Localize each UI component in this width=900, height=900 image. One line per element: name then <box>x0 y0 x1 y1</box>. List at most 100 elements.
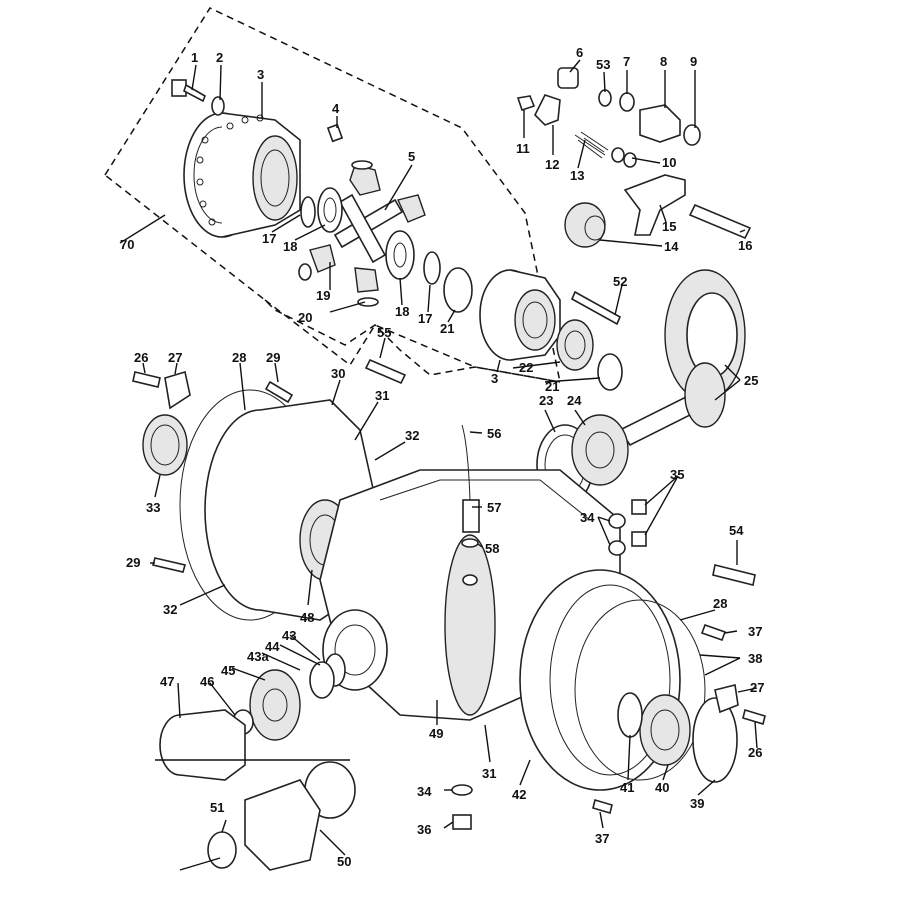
callout-label: 27 <box>168 350 182 365</box>
callout-label: 24 <box>567 393 582 408</box>
callout-label: 43a <box>247 649 269 664</box>
bracket-part-27a <box>164 370 191 410</box>
bolt-part-29a <box>264 380 294 404</box>
callout-label: 38 <box>748 651 762 666</box>
plugs-part-35 <box>608 499 647 556</box>
callout-label: 37 <box>748 624 762 639</box>
callout-label: 49 <box>429 726 443 741</box>
callout-label: 3 <box>257 67 264 82</box>
callout-label: 39 <box>690 796 704 811</box>
bolt-part-29b <box>151 557 187 573</box>
callout-label: 36 <box>417 822 431 837</box>
callout-label: 70 <box>120 237 134 252</box>
callout-label: 21 <box>440 321 454 336</box>
washer-part-58 <box>461 538 479 548</box>
callout-label: 28 <box>232 350 246 365</box>
callout-label: 53 <box>596 57 610 72</box>
callout-label: 17 <box>418 311 432 326</box>
washer-part-34b <box>451 784 473 796</box>
callout-label: 45 <box>221 663 235 678</box>
stud-part-55 <box>364 358 407 385</box>
callout-label: 29 <box>126 555 140 570</box>
callout-label: 54 <box>729 523 744 538</box>
leader-lines <box>119 59 758 871</box>
callout-label: 13 <box>570 168 584 183</box>
callout-label: 26 <box>748 745 762 760</box>
callout-label: 42 <box>512 787 526 802</box>
bolt-part-1 <box>171 79 206 103</box>
pin-part-4 <box>326 123 344 143</box>
group-boundary-lower <box>264 299 561 383</box>
differential-spider-assembly <box>298 160 441 307</box>
bolt-part-26b <box>742 708 766 726</box>
callout-label: 2 <box>216 50 223 65</box>
callout-label: 46 <box>200 674 214 689</box>
callout-label: 58 <box>485 541 499 556</box>
callout-label: 27 <box>750 680 764 695</box>
callout-label: 41 <box>620 780 634 795</box>
callout-label: 29 <box>266 350 280 365</box>
callout-label: 33 <box>146 500 160 515</box>
callout-label: 34 <box>580 510 595 525</box>
bearing-part-22 <box>556 319 594 371</box>
right-housing-flange <box>519 569 738 791</box>
callout-label: 4 <box>332 101 340 116</box>
callout-label: 56 <box>487 426 501 441</box>
bolt-part-26a <box>132 371 161 388</box>
bolt-part-37a <box>700 623 727 642</box>
callout-label: 1 <box>191 50 198 65</box>
callout-label: 31 <box>375 388 389 403</box>
callout-label: 43 <box>282 628 296 643</box>
main-axle-housing <box>319 469 621 721</box>
callout-label: 34 <box>417 784 432 799</box>
callout-label: 8 <box>660 54 667 69</box>
circlip-part-21 <box>597 353 623 391</box>
bracket-part-27b <box>714 684 739 714</box>
callout-label: 23 <box>539 393 553 408</box>
callout-label: 12 <box>545 157 559 172</box>
washer-part-2 <box>211 96 225 116</box>
dipstick-part-56 <box>461 424 471 501</box>
callout-label: 15 <box>662 219 676 234</box>
callout-label: 22 <box>519 360 533 375</box>
bolt-part-52 <box>570 290 622 326</box>
callout-label: 3 <box>491 371 498 386</box>
callout-label: 28 <box>713 596 727 611</box>
callout-label: 52 <box>613 274 627 289</box>
callout-label: 37 <box>595 831 609 846</box>
callout-label: 9 <box>690 54 697 69</box>
callout-label: 10 <box>662 155 676 170</box>
pinion-bearing-stack <box>159 653 346 781</box>
callout-label: 51 <box>210 800 224 815</box>
callout-label: 30 <box>331 366 345 381</box>
callout-label: 35 <box>670 467 684 482</box>
drain-plug-36 <box>452 814 472 830</box>
callout-label: 17 <box>262 231 276 246</box>
callout-label: 44 <box>265 639 280 654</box>
callout-label: 50 <box>337 854 351 869</box>
callout-label: 19 <box>316 288 330 303</box>
callout-label: 57 <box>487 500 501 515</box>
callout-label: 18 <box>395 304 409 319</box>
bolt-part-37b <box>592 798 613 815</box>
callout-label: 25 <box>744 373 758 388</box>
callout-label: 11 <box>516 141 530 156</box>
callout-label: 18 <box>283 239 297 254</box>
callout-label: 5 <box>408 149 415 164</box>
callout-label: 21 <box>545 379 559 394</box>
callout-label: 55 <box>377 325 391 340</box>
callout-label: 14 <box>664 239 679 254</box>
callout-label: 31 <box>482 766 496 781</box>
callout-label: 32 <box>405 428 419 443</box>
callout-label: 16 <box>738 238 752 253</box>
callout-label: 20 <box>298 310 312 325</box>
callout-label: 6 <box>576 45 583 60</box>
differential-case-half <box>183 112 301 238</box>
bearing-part-24 <box>571 414 629 486</box>
callout-label: 7 <box>623 54 630 69</box>
stud-part-54 <box>712 564 756 586</box>
ring-gear-pinion-25 <box>618 269 746 447</box>
lock-components <box>516 67 752 248</box>
